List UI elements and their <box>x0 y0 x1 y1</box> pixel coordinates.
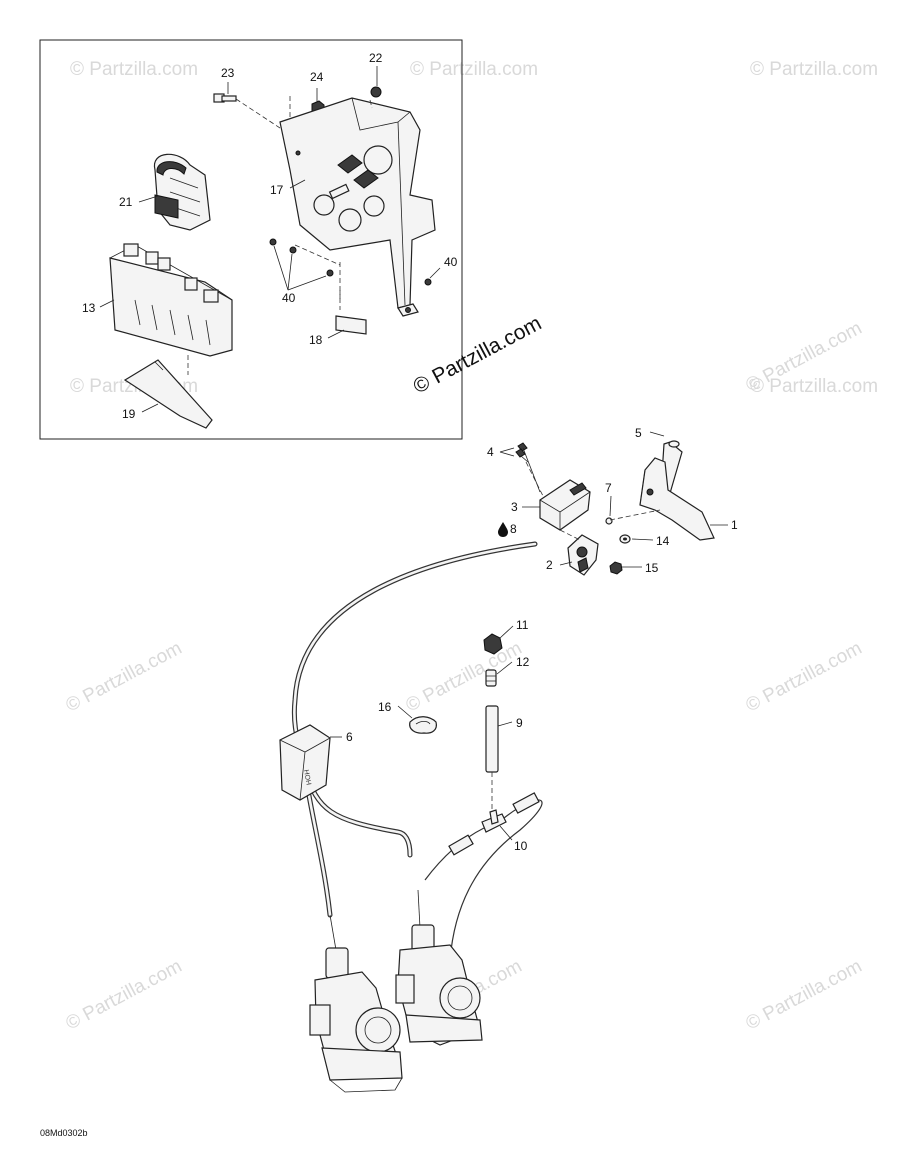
screws-part-4 <box>515 442 546 501</box>
callout-10: 10 <box>514 839 528 853</box>
fitting-part-12 <box>485 669 497 687</box>
callout-3: 3 <box>511 500 518 514</box>
grommet-part-22 <box>370 86 382 98</box>
callout-4: 4 <box>487 445 494 459</box>
screws-part-40 <box>269 238 432 300</box>
callout-18: 18 <box>309 333 323 347</box>
callout-40-left: 40 <box>282 291 296 305</box>
pin-part-7 <box>605 509 661 525</box>
washer-part-14 <box>619 534 631 544</box>
lever-part-2 <box>559 529 599 576</box>
callout-8: 8 <box>510 522 517 536</box>
svg-text:HOH: HOH <box>302 769 312 786</box>
diagram-code: 08Md0302b <box>40 1128 88 1138</box>
callout-9: 9 <box>516 716 523 730</box>
callout-40-right: 40 <box>444 255 458 269</box>
callout-19: 19 <box>122 407 136 421</box>
cap-part-11 <box>483 633 503 655</box>
clip-part-16 <box>409 716 437 734</box>
tee-fitting-part-10 <box>424 792 543 961</box>
callout-11: 11 <box>516 618 529 632</box>
callout-12: 12 <box>516 655 530 669</box>
cable-part-6: HOH <box>279 541 538 918</box>
carburetor-rear <box>395 889 483 1046</box>
watermark: © Partzilla.com <box>70 59 198 80</box>
watermark: © Partzilla.com <box>750 59 878 80</box>
tray-part-19 <box>123 359 213 429</box>
watermark: © Partzilla.com <box>742 956 865 1035</box>
watermark: © Partzilla.com <box>750 376 878 397</box>
callout-13: 13 <box>82 301 96 315</box>
callout-17: 17 <box>270 183 284 197</box>
carburetor-front <box>309 914 403 1093</box>
callout-16: 16 <box>378 700 392 714</box>
callout-1: 1 <box>731 518 738 532</box>
bracket-plate-part-17 <box>279 97 436 317</box>
callout-21: 21 <box>119 195 133 209</box>
clamp-part-3 <box>539 479 591 531</box>
callout-14: 14 <box>656 534 670 548</box>
holder-part-21 <box>153 153 211 231</box>
watermark: © Partzilla.com <box>402 638 525 717</box>
callout-6: 6 <box>346 730 353 744</box>
bolt-part-23 <box>213 93 281 129</box>
callouts: 23 24 22 21 17 13 40 40 18 19 5 4 3 7 1 … <box>82 51 738 853</box>
watermark: © Partzilla.com <box>62 638 185 717</box>
callout-22: 22 <box>369 51 383 65</box>
watermark: © Partzilla.com <box>742 638 865 717</box>
watermark: © Partzilla.com <box>410 59 538 80</box>
pad-part-18 <box>335 290 367 335</box>
watermark: © Partzilla.com <box>62 956 185 1035</box>
relay-box-part-13 <box>109 243 233 375</box>
bracket-part-1 <box>639 457 715 541</box>
callout-15: 15 <box>645 561 659 575</box>
callout-7: 7 <box>605 481 612 495</box>
nut-part-15 <box>609 561 623 575</box>
callout-24: 24 <box>310 70 324 84</box>
callout-5: 5 <box>635 426 642 440</box>
callout-2: 2 <box>546 558 553 572</box>
hose-part-9 <box>485 705 499 810</box>
grease-drop-icon <box>498 522 508 537</box>
inset-frame <box>39 39 463 440</box>
main-watermark: © Partzilla.com <box>410 312 546 399</box>
callout-23: 23 <box>221 66 235 80</box>
leader-lines <box>99 66 728 841</box>
